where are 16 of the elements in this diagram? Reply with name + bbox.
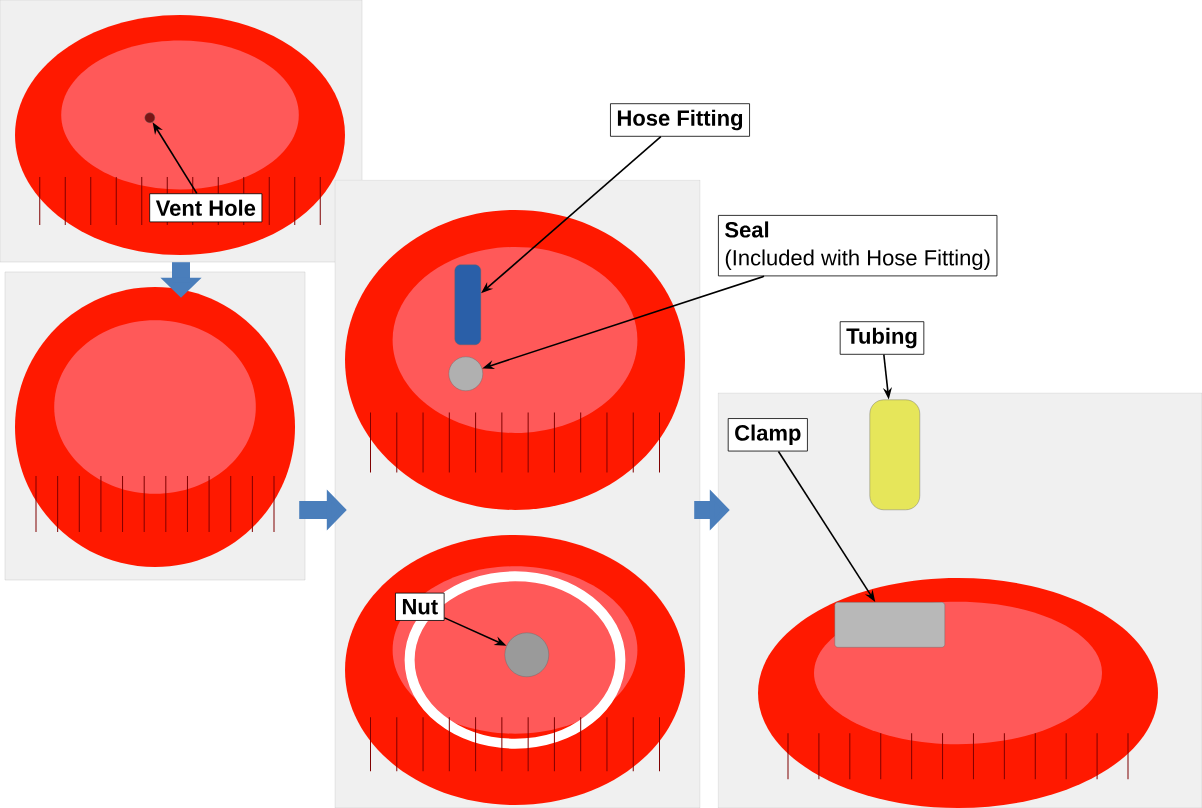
nut [504,632,549,677]
seal [448,356,483,391]
photo [0,0,363,263]
callout-box: Clamp [727,418,808,452]
callout-box: Hose Fitting [610,103,750,137]
callout-box: Tubing [839,321,925,355]
photo [717,392,1202,808]
clamp [834,602,945,648]
hose-fitting [454,264,481,345]
photo [334,179,701,808]
callout-box: Nut [395,592,445,621]
callout-box: Seal (Included with Hose Fitting) [718,215,998,277]
callout-box: Vent Hole [149,193,263,223]
vent-hole [144,112,155,123]
tubing [869,399,920,510]
photo [4,271,306,581]
